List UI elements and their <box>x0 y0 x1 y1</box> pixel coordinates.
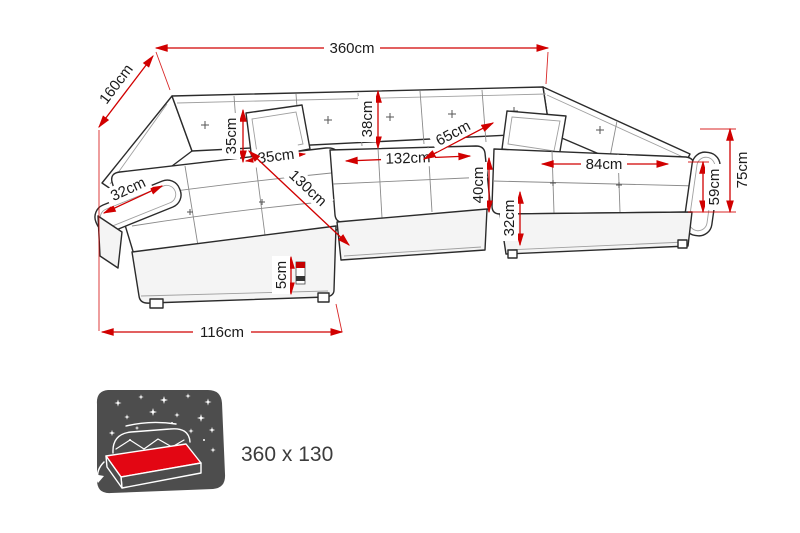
dim-label-total-height: 75cm <box>733 147 751 193</box>
dim-label-seat-front-height: 40cm <box>469 162 487 208</box>
middle-front <box>336 208 488 261</box>
dimension-lines: 360cm 160cm 35cm 35cm 38cm 130 <box>91 39 751 341</box>
dim-line-left-return-depth <box>98 54 154 129</box>
sofa-line-art <box>94 86 721 309</box>
sleeping-function-icon: 360 x 130 <box>93 390 333 494</box>
dim-label-left-return-width: 116cm <box>193 323 251 341</box>
svg-text:84cm: 84cm <box>586 156 623 173</box>
dim-line-left-armrest <box>102 185 164 214</box>
dim-line-left-chaise-length <box>248 150 350 246</box>
svg-text:35cm: 35cm <box>223 118 240 155</box>
svg-text:75cm: 75cm <box>734 152 751 189</box>
svg-text:5cm: 5cm <box>273 261 290 289</box>
svg-text:38cm: 38cm <box>359 101 376 138</box>
svg-text:59cm: 59cm <box>706 169 723 206</box>
svg-text:32cm: 32cm <box>501 200 518 237</box>
dim-label-seat-height: 59cm <box>705 164 723 210</box>
dim-label-right-seat-width: 84cm <box>581 155 627 173</box>
folded-mattress <box>112 428 191 454</box>
dim-label-backrest-height: 38cm <box>358 96 376 142</box>
dim-label-total-width: 360cm <box>324 39 380 57</box>
unfold-arrow-head <box>93 474 104 483</box>
dim-label-middle-seat-width: 132cm <box>380 148 436 168</box>
svg-text:116cm: 116cm <box>200 324 244 341</box>
sofa-legs <box>149 239 688 309</box>
svg-text:40cm: 40cm <box>470 167 487 204</box>
svg-text:360cm: 360cm <box>329 40 374 57</box>
sofa-bed-drawing <box>93 421 202 489</box>
extension-lines <box>98 51 736 333</box>
svg-text:132cm: 132cm <box>385 149 431 168</box>
dim-line-right-seat-depth <box>422 122 495 160</box>
dim-label-detail-height: 5cm <box>272 256 290 294</box>
sleeping-area-label: 360 x 130 <box>241 443 333 466</box>
svg-text:160cm: 160cm <box>96 61 137 107</box>
dim-label-left-return-depth: 160cm <box>91 56 141 112</box>
mattress-left-side <box>105 455 123 489</box>
dim-label-pillow-height: 35cm <box>222 113 240 159</box>
pillow-line <box>125 421 177 427</box>
right-chaise-front <box>499 211 693 255</box>
dim-label-right-armrest: 32cm <box>500 195 518 241</box>
brand-tag <box>295 261 306 285</box>
